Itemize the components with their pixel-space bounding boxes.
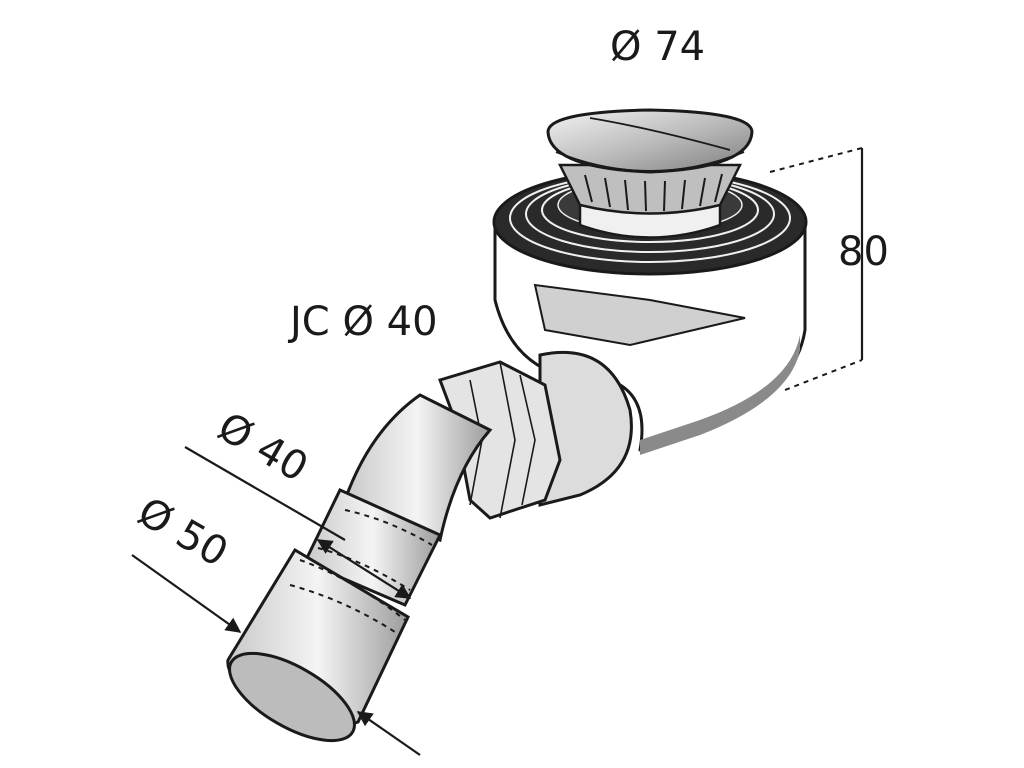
height-dim-top-extension [769,147,863,173]
elbow-body [538,350,633,507]
outer-pipe-dim-leader-2 [356,711,421,756]
pipe-50-hidden-lines [289,559,406,633]
strainer-cage [557,163,743,215]
strainer-slots [584,173,723,212]
bent-pipe [343,393,493,543]
elbow-assembly [343,350,633,543]
outlet-diameter-label: JC Ø 40 [287,299,438,345]
cap-diameter-label: Ø 74 [610,24,705,70]
pipe-40-hidden-lines [317,509,433,591]
cap-rim [555,151,745,172]
inner-pipe-diameter-label: Ø 40 [210,404,315,491]
cap-dome [546,108,754,174]
inner-pipe-dim-leader [184,446,346,541]
housing-shade [640,335,800,455]
height-dim-bottom-extension [784,359,863,391]
housing-wing [533,283,746,347]
pipe-mouth [228,651,356,743]
dimension-lines [131,147,864,756]
height-label: 80 [838,229,889,275]
trap-body [492,108,808,455]
outer-pipe-dim-leader [131,554,242,633]
inner-pipe-dim-arrow-line [316,539,412,599]
cap-highlight [589,117,731,151]
outer-pipe-diameter-label: Ø 50 [130,489,235,576]
